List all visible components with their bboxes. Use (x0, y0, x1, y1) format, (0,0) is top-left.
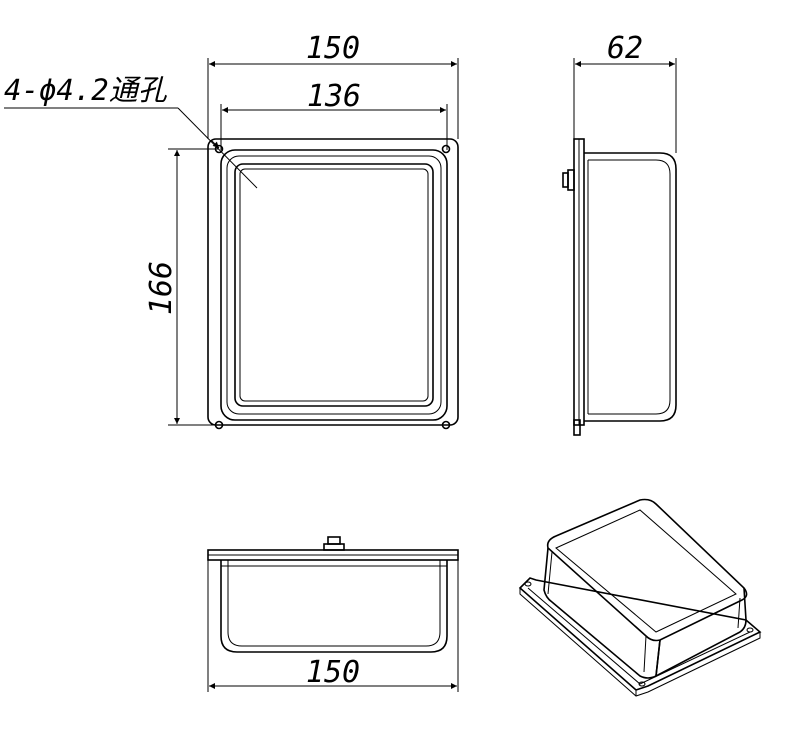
side-body-outline (584, 152, 677, 422)
hole-note: 4-ϕ4.2通孔 (4, 73, 258, 189)
iso-hole-right (746, 627, 754, 633)
bottom-stud (323, 536, 345, 551)
dim-bottom-width-label: 150 (306, 655, 360, 690)
iso-box-front-right (655, 587, 747, 678)
dim-side-depth-label: 62 (607, 31, 643, 66)
side-stud (562, 169, 575, 191)
bottom-view: 150 (207, 536, 459, 692)
dim-front-outer-width: 150 (207, 31, 459, 139)
dim-front-height: 166 (144, 148, 219, 426)
mounting-holes (214, 144, 451, 430)
isometric-view (518, 498, 762, 697)
iso-hole-bottom (638, 681, 646, 687)
hole-top-right (441, 144, 451, 154)
iso-hole-left (524, 581, 532, 587)
dim-front-outer-width-label: 150 (306, 31, 360, 66)
front-flange-outline (207, 138, 459, 426)
bottom-body-outline (220, 560, 448, 653)
front-view: 150 136 166 4-ϕ4.2通孔 (4, 31, 459, 430)
front-opening-outline (234, 163, 434, 407)
front-body-outline (220, 149, 448, 421)
iso-box-top (546, 498, 748, 642)
hole-bottom-right (441, 420, 451, 430)
dim-front-inner-width-label: 136 (307, 79, 361, 114)
dim-side-depth: 62 (573, 31, 677, 153)
dim-bottom-width: 150 (207, 560, 459, 692)
hole-callout-label: 4-ϕ4.2通孔 (4, 73, 168, 107)
front-body-inner-line (226, 155, 442, 415)
iso-box-front-left (543, 547, 661, 679)
side-flange-lip (573, 419, 581, 436)
front-opening-inner-line (239, 168, 429, 402)
side-view: 62 (562, 31, 677, 436)
iso-flange-top (518, 577, 762, 691)
dim-front-height-label: 166 (144, 261, 179, 315)
dim-front-inner-width: 136 (220, 79, 448, 150)
